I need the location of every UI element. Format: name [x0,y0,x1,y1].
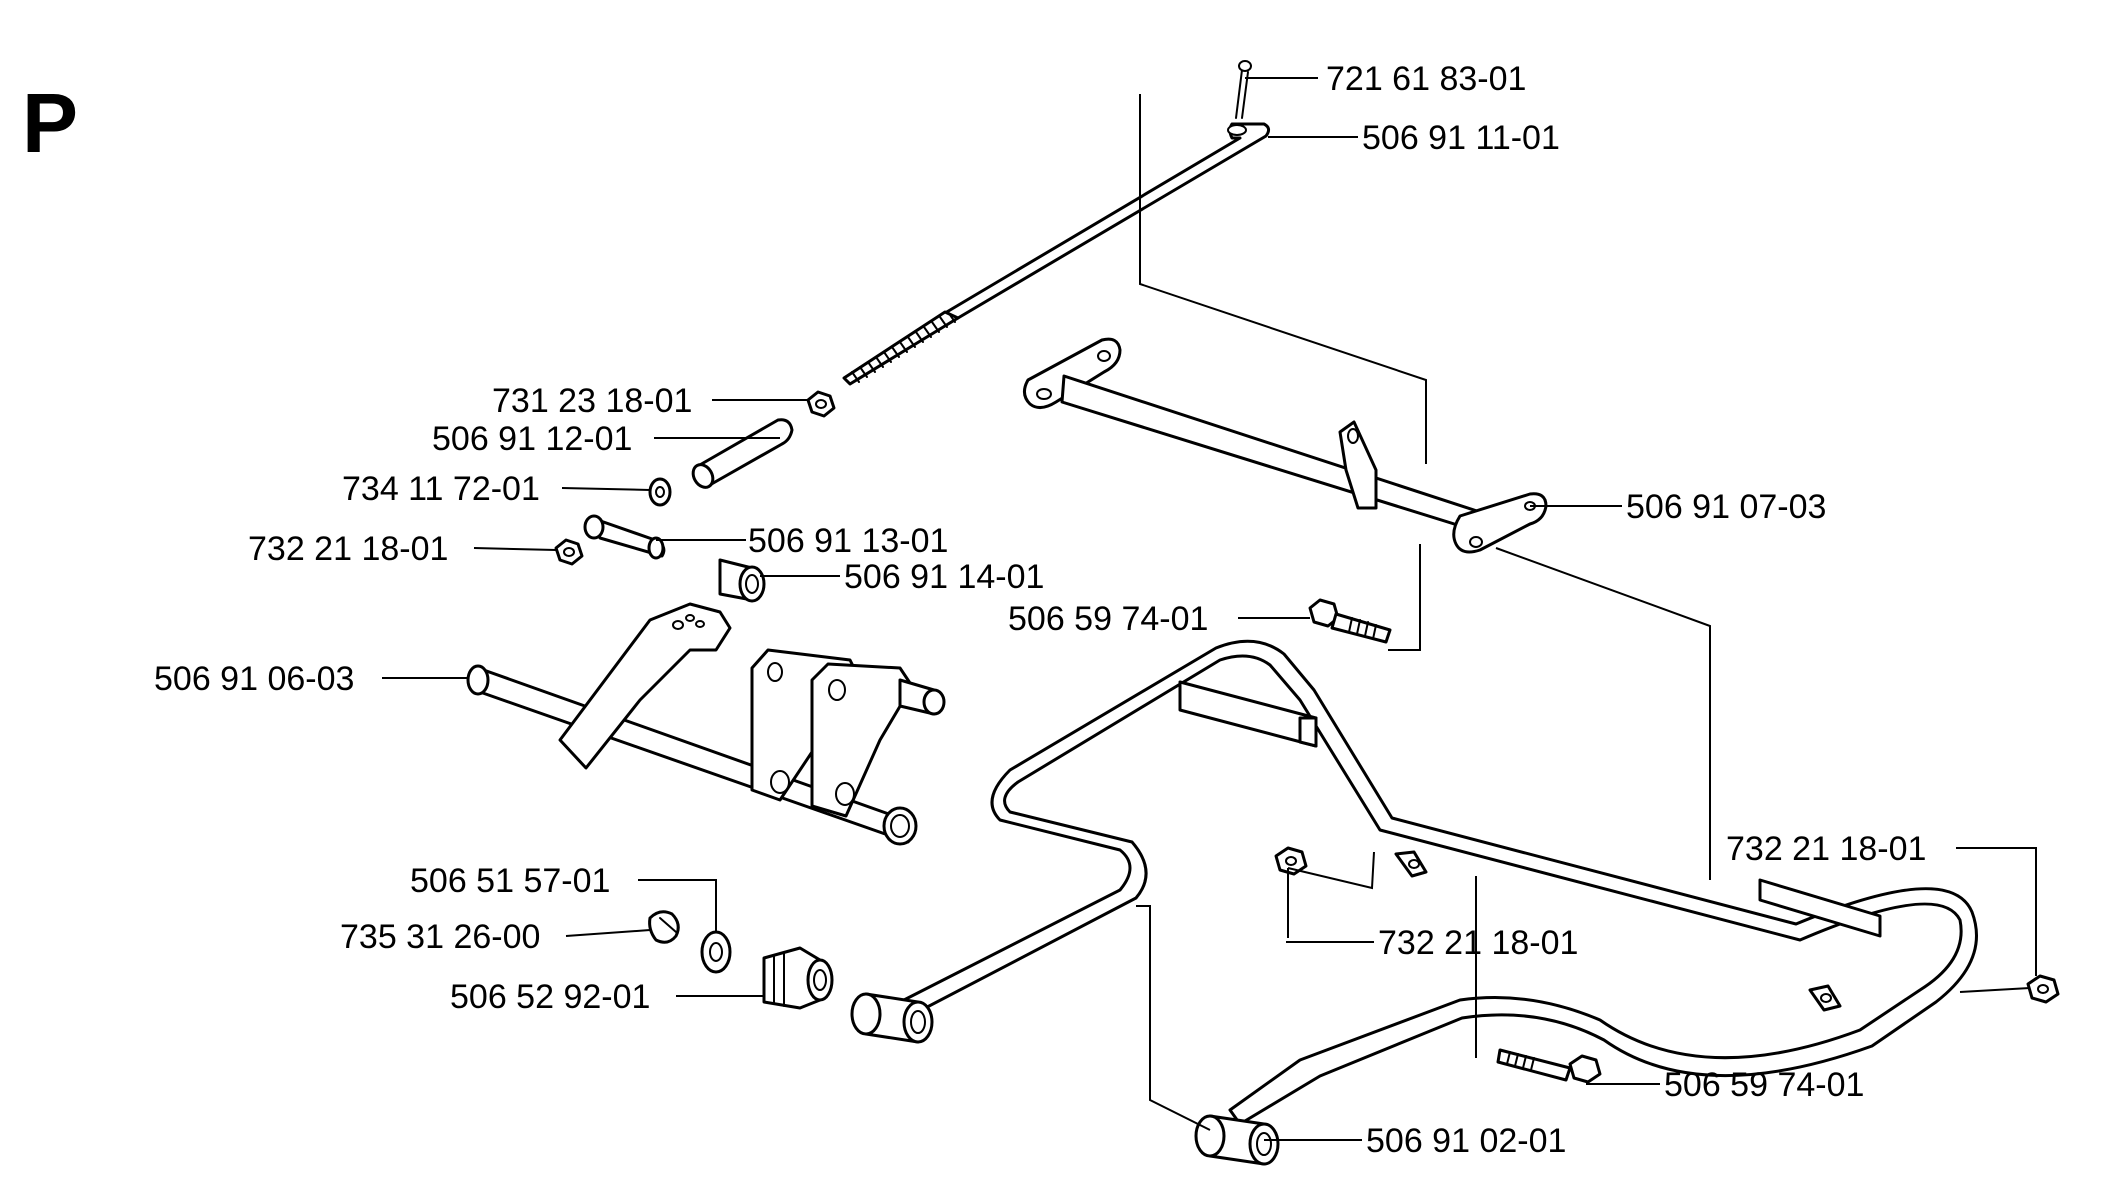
callout-label: 506 91 12-01 [432,420,632,458]
nut-731-drawing [806,390,836,418]
callout-label: 506 91 11-01 [1362,119,1560,157]
callout-label: 506 91 07-03 [1626,488,1826,526]
leader-lines [382,77,2037,1141]
nut-left-drawing [554,538,584,566]
bushing-drawing [718,558,766,603]
bearing-drawing [762,946,834,1010]
callout-label: 734 11 72-01 [342,470,540,508]
sleeve-drawing [691,418,794,489]
main-frame-drawing [850,639,1978,1166]
cotter-pin-drawing [1235,60,1252,119]
washer-drawing [648,477,672,507]
bolt-lower-drawing [1496,1048,1602,1084]
callout-label: 506 59 74-01 [1664,1066,1864,1104]
callout-label: 506 59 74-01 [1008,600,1208,638]
nut-middle-drawing [1274,846,1308,876]
callout-labels: 721 61 83-01 506 91 11-01 731 23 18-01 5… [154,60,1926,1160]
pivot-shaft-drawing [466,602,946,846]
callout-label: 721 61 83-01 [1326,60,1526,98]
callout-label: 732 21 18-01 [248,530,448,568]
control-rod-drawing [842,122,1271,386]
callout-label: 731 23 18-01 [492,382,692,420]
callout-label: 506 91 13-01 [748,522,948,560]
callout-label: 506 52 92-01 [450,978,650,1016]
nut-right-drawing [2026,974,2060,1004]
pin-drawing [583,514,666,560]
callout-label: 506 91 14-01 [844,558,1044,596]
washer-2-drawing [700,930,732,974]
callout-label: 732 21 18-01 [1378,924,1578,962]
callout-label: 735 31 26-00 [340,918,540,956]
clip-drawing [648,910,680,944]
bolt-upper-drawing [1308,598,1392,644]
callout-label: 506 91 02-01 [1366,1122,1566,1160]
section-letter: P [22,76,78,170]
rear-arm-drawing [1023,337,1548,554]
callout-label: 506 91 06-03 [154,660,354,698]
callout-label: 732 21 18-01 [1726,830,1926,868]
callout-label: 506 51 57-01 [410,862,610,900]
